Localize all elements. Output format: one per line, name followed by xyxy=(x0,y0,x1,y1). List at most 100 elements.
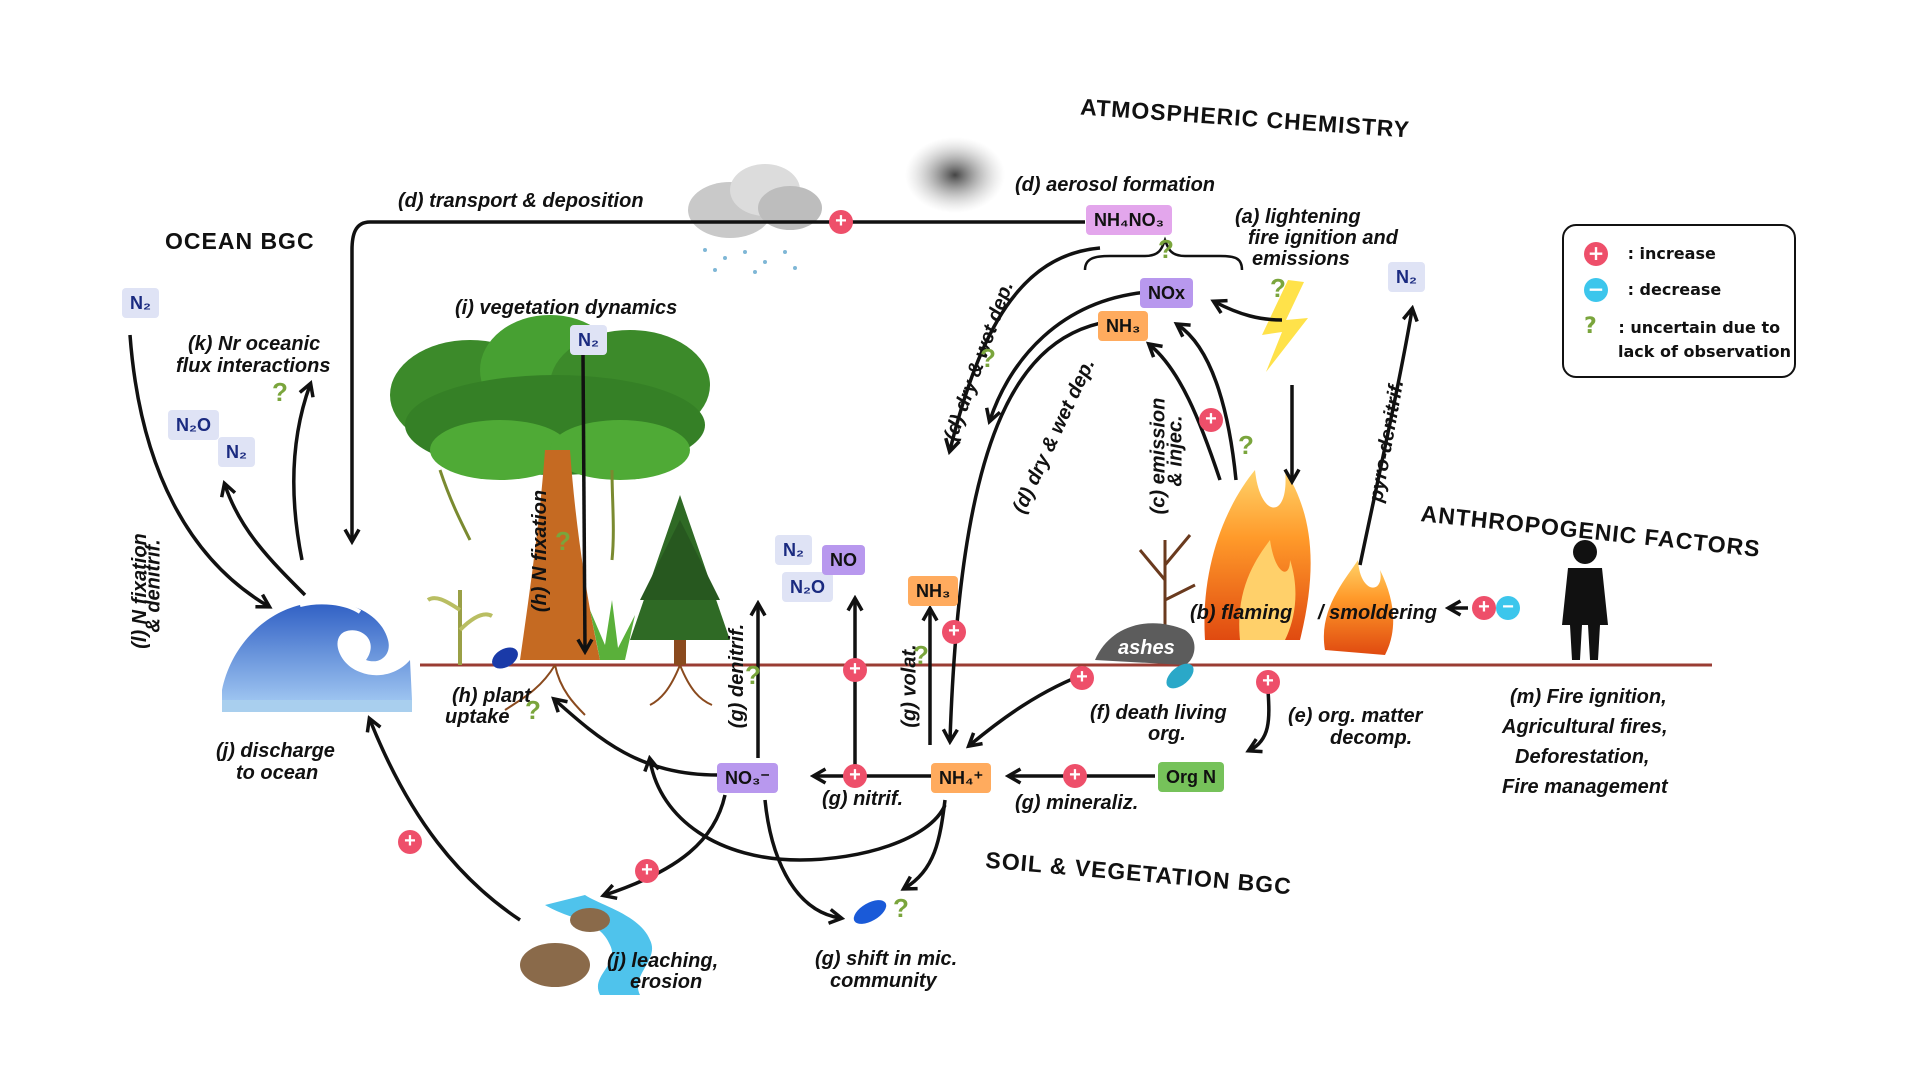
legend-uncertain-label-2: lack of observation xyxy=(1618,342,1791,361)
label-fire-ignition: (m) Fire ignition, xyxy=(1510,686,1667,708)
label-leaching-1: (j) leaching, xyxy=(607,950,719,972)
uncertain-mark-emission: ? xyxy=(1238,430,1254,460)
arrow-denitrif-ocean xyxy=(219,479,307,597)
arrow-k-flux xyxy=(292,380,315,561)
label-nr-oceanic-2: flux interactions xyxy=(176,355,331,377)
arrow-decomp-orgn xyxy=(1245,689,1271,754)
label-plant-uptake-2: uptake xyxy=(445,706,510,728)
legend-box: + : increase − : decrease ? : uncertain … xyxy=(1562,224,1796,378)
arrow-river-ocean xyxy=(365,715,521,922)
chip-n2-ocean-b: N₂ xyxy=(218,437,255,467)
label-g-mineraliz: (g) mineraliz. xyxy=(1015,792,1139,814)
uncertain-mark-dry-dep: ? xyxy=(980,343,996,373)
chip-n2-tree: N₂ xyxy=(570,325,607,355)
person-silhouette xyxy=(1562,540,1608,660)
label-org-matter-2: decomp. xyxy=(1330,727,1413,749)
label-shift-mic-1: (g) shift in mic. xyxy=(815,948,958,970)
legend-decrease-icon: − xyxy=(1584,278,1608,302)
grass-illustration xyxy=(590,600,635,660)
chip-n2o-ocean: N₂O xyxy=(168,410,219,440)
pine-tree-illustration xyxy=(630,495,730,665)
label-ashes: ashes xyxy=(1118,637,1175,659)
increase-badge-emission: + xyxy=(1199,408,1223,432)
microbe-community-illustration xyxy=(853,900,887,924)
legend-decrease-label: : decrease xyxy=(1627,279,1722,299)
label-transport-deposition: (d) transport & deposition xyxy=(398,190,644,212)
uncertain-mark-aerosol: ? xyxy=(1158,234,1174,264)
chip-org-n: Org N xyxy=(1158,762,1225,792)
label-death-living-2: org. xyxy=(1148,723,1186,745)
label-death-living-1: (f) death living xyxy=(1090,702,1227,724)
label-g-nitrif: (g) nitrif. xyxy=(822,788,904,810)
chip-n2o-soil: N₂O xyxy=(782,572,833,602)
uncertain-mark-denitrif: ? xyxy=(745,660,761,690)
arrow-pyro-denitrif xyxy=(1358,304,1419,566)
label-nr-oceanic-1: (k) Nr oceanic xyxy=(188,333,321,355)
roots-illustration xyxy=(504,664,713,716)
label-discharge-1: (j) discharge xyxy=(216,740,335,762)
uncertain-mark-plant-uptake: ? xyxy=(525,695,541,725)
chip-nh4no3: NH₄NO₃ xyxy=(1086,205,1172,235)
arrow-n-fixation-ocean xyxy=(128,334,273,609)
increase-badge-decomp: + xyxy=(1256,670,1280,694)
legend-increase-label: : increase xyxy=(1627,243,1716,263)
label-n-fixation-ocean-2: & denitrif. xyxy=(142,539,165,633)
increase-badge-death: + xyxy=(1070,666,1094,690)
label-lightening-3: emissions xyxy=(1252,248,1350,270)
uncertain-mark-n-fixation: ? xyxy=(555,526,571,556)
chip-nox: NOx xyxy=(1140,278,1194,308)
label-smoldering: / smoldering xyxy=(1318,602,1437,624)
increase-badge-no: + xyxy=(843,658,867,682)
label-fire-management: Fire management xyxy=(1502,776,1668,798)
legend-row-increase: + : increase xyxy=(1584,242,1716,266)
label-vegetation-dynamics: (i) vegetation dynamics xyxy=(455,297,678,319)
uncertain-mark-volat: ? xyxy=(913,640,929,670)
increase-badge-river: + xyxy=(398,830,422,854)
brace-nh4no3 xyxy=(1083,236,1244,271)
chip-no3: NO₃⁻ xyxy=(717,763,778,793)
legend-increase-icon: + xyxy=(1584,242,1608,266)
increase-badge-volat: + xyxy=(942,620,966,644)
arrow-no3-leaching xyxy=(599,794,727,901)
arrow-lightning-nox xyxy=(1210,298,1283,322)
arrow-dry-wet-dep-2 xyxy=(984,290,1149,426)
bacterium-illustration xyxy=(1166,663,1194,689)
label-discharge-2: to ocean xyxy=(236,762,319,784)
label-agricultural-fires: Agricultural fires, xyxy=(1502,716,1668,738)
chip-n2-pyro: N₂ xyxy=(1388,262,1425,292)
increase-badge-transport: + xyxy=(829,210,853,234)
label-lightening-2: fire ignition and xyxy=(1248,227,1398,249)
chip-n2-soil: N₂ xyxy=(775,535,812,565)
microbe-illustration xyxy=(492,647,518,669)
arrow-transport-deposition xyxy=(343,220,1085,546)
chip-no-soil: NO xyxy=(822,545,865,575)
label-lightening-1: (a) lightening xyxy=(1235,206,1361,228)
arrow-emission-nh3 xyxy=(1145,341,1222,481)
chip-nh4: NH₄⁺ xyxy=(931,763,992,793)
fire-illustration xyxy=(1138,470,1394,655)
ocean-wave-illustration xyxy=(222,600,412,712)
lightning-bolt-illustration xyxy=(1262,280,1308,372)
river-illustration xyxy=(520,895,653,995)
aerosol-smoke-illustration xyxy=(905,137,1005,213)
arrow-emission-nox xyxy=(1173,322,1238,481)
chip-nh3-soil: NH₃ xyxy=(908,576,959,606)
legend-uncertain-label-1: : uncertain due to xyxy=(1618,318,1781,337)
arrow-no3-plant xyxy=(551,696,719,777)
corn-plant-illustration xyxy=(426,590,493,665)
arrow-dry-wet-dep-1 xyxy=(944,246,1101,456)
increase-badge-anthropogenic: + xyxy=(1472,596,1496,620)
decrease-badge-anthropogenic: − xyxy=(1496,596,1520,620)
title-ocean-bgc: OCEAN BGC xyxy=(165,228,315,254)
legend-row-uncertain: ? : uncertain due to xyxy=(1584,314,1780,339)
increase-badge-mineraliz: + xyxy=(1063,764,1087,788)
label-deforestation: Deforestation, xyxy=(1515,746,1650,768)
tree-illustration xyxy=(390,315,710,660)
increase-badge-nitrif: + xyxy=(843,764,867,788)
label-leaching-2: erosion xyxy=(630,971,703,993)
arrow-h-n-fixation xyxy=(576,354,594,656)
chip-n2-ocean: N₂ xyxy=(122,288,159,318)
label-emission-2: & injec. xyxy=(1164,415,1187,487)
label-org-matter-1: (e) org. matter xyxy=(1288,705,1423,727)
